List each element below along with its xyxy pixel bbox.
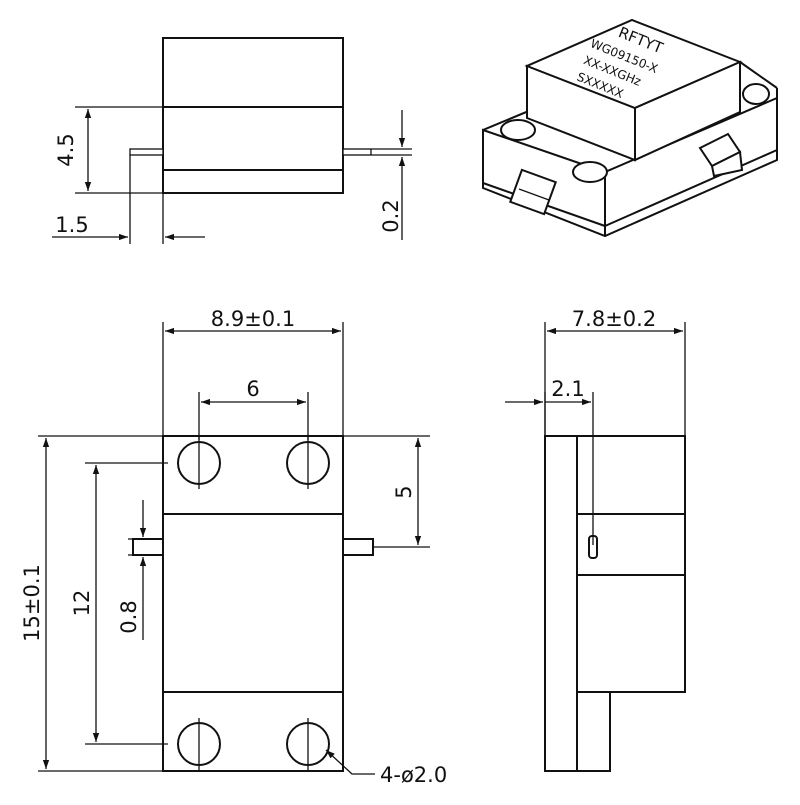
- iso-base-side-bottom-line: [604, 149, 778, 227]
- dim-hole-vspacing: 12: [70, 590, 94, 617]
- dim-pin-thickness: 0.2: [379, 199, 403, 232]
- side-view-body: [162, 37, 344, 194]
- dim-side-height: 4.5: [54, 133, 78, 166]
- side-view-right-pin: [342, 148, 372, 156]
- dim-pin-offset: 1.5: [55, 213, 88, 237]
- side-view: 4.5 1.5 0.2: [52, 37, 412, 244]
- dim-right-offset: 2.1: [551, 377, 584, 401]
- front-hole-bottom-right: [286, 718, 330, 770]
- front-view-left-pin: [132, 538, 164, 556]
- front-hole-bottom-left: [177, 718, 221, 770]
- front-view-body: [162, 435, 344, 772]
- side-view-left-pin: [129, 148, 164, 156]
- dim-pin-position: 5: [392, 485, 416, 498]
- iso-front-slot-line: [518, 188, 550, 201]
- isometric-view: RFTYT WG09150-X XX-XXGHz SXXXXX: [482, 18, 778, 238]
- iso-hole-rear: [742, 83, 770, 105]
- dim-front-width: 8.9±0.1: [211, 307, 295, 331]
- right-view-cutout-mask: [611, 693, 686, 772]
- dim-right-width: 7.8±0.2: [572, 307, 656, 331]
- iso-front-slot: [508, 168, 558, 216]
- front-view-right-pin: [342, 538, 374, 556]
- iso-block-rear-edge: [739, 61, 778, 89]
- iso-hole-front-right: [572, 161, 608, 183]
- iso-side-pin: [710, 150, 744, 178]
- dim-holes: 4-ø2.0: [380, 763, 447, 787]
- dim-holes-leader: [325, 749, 375, 775]
- iso-block-side-face: [634, 60, 741, 162]
- dim-pin-width: 0.8: [117, 600, 141, 633]
- right-view: 7.8±0.2 2.1: [505, 307, 686, 772]
- dim-hole-spacing: 6: [246, 377, 259, 401]
- dim-front-height: 15±0.1: [20, 564, 44, 642]
- front-hole-top-right: [286, 437, 330, 489]
- front-view: 8.9±0.1 6 5 15±0.1 12 0.8 4-ø2.0: [20, 307, 447, 787]
- iso-hole-front-left: [500, 119, 536, 141]
- front-hole-top-left: [177, 437, 221, 489]
